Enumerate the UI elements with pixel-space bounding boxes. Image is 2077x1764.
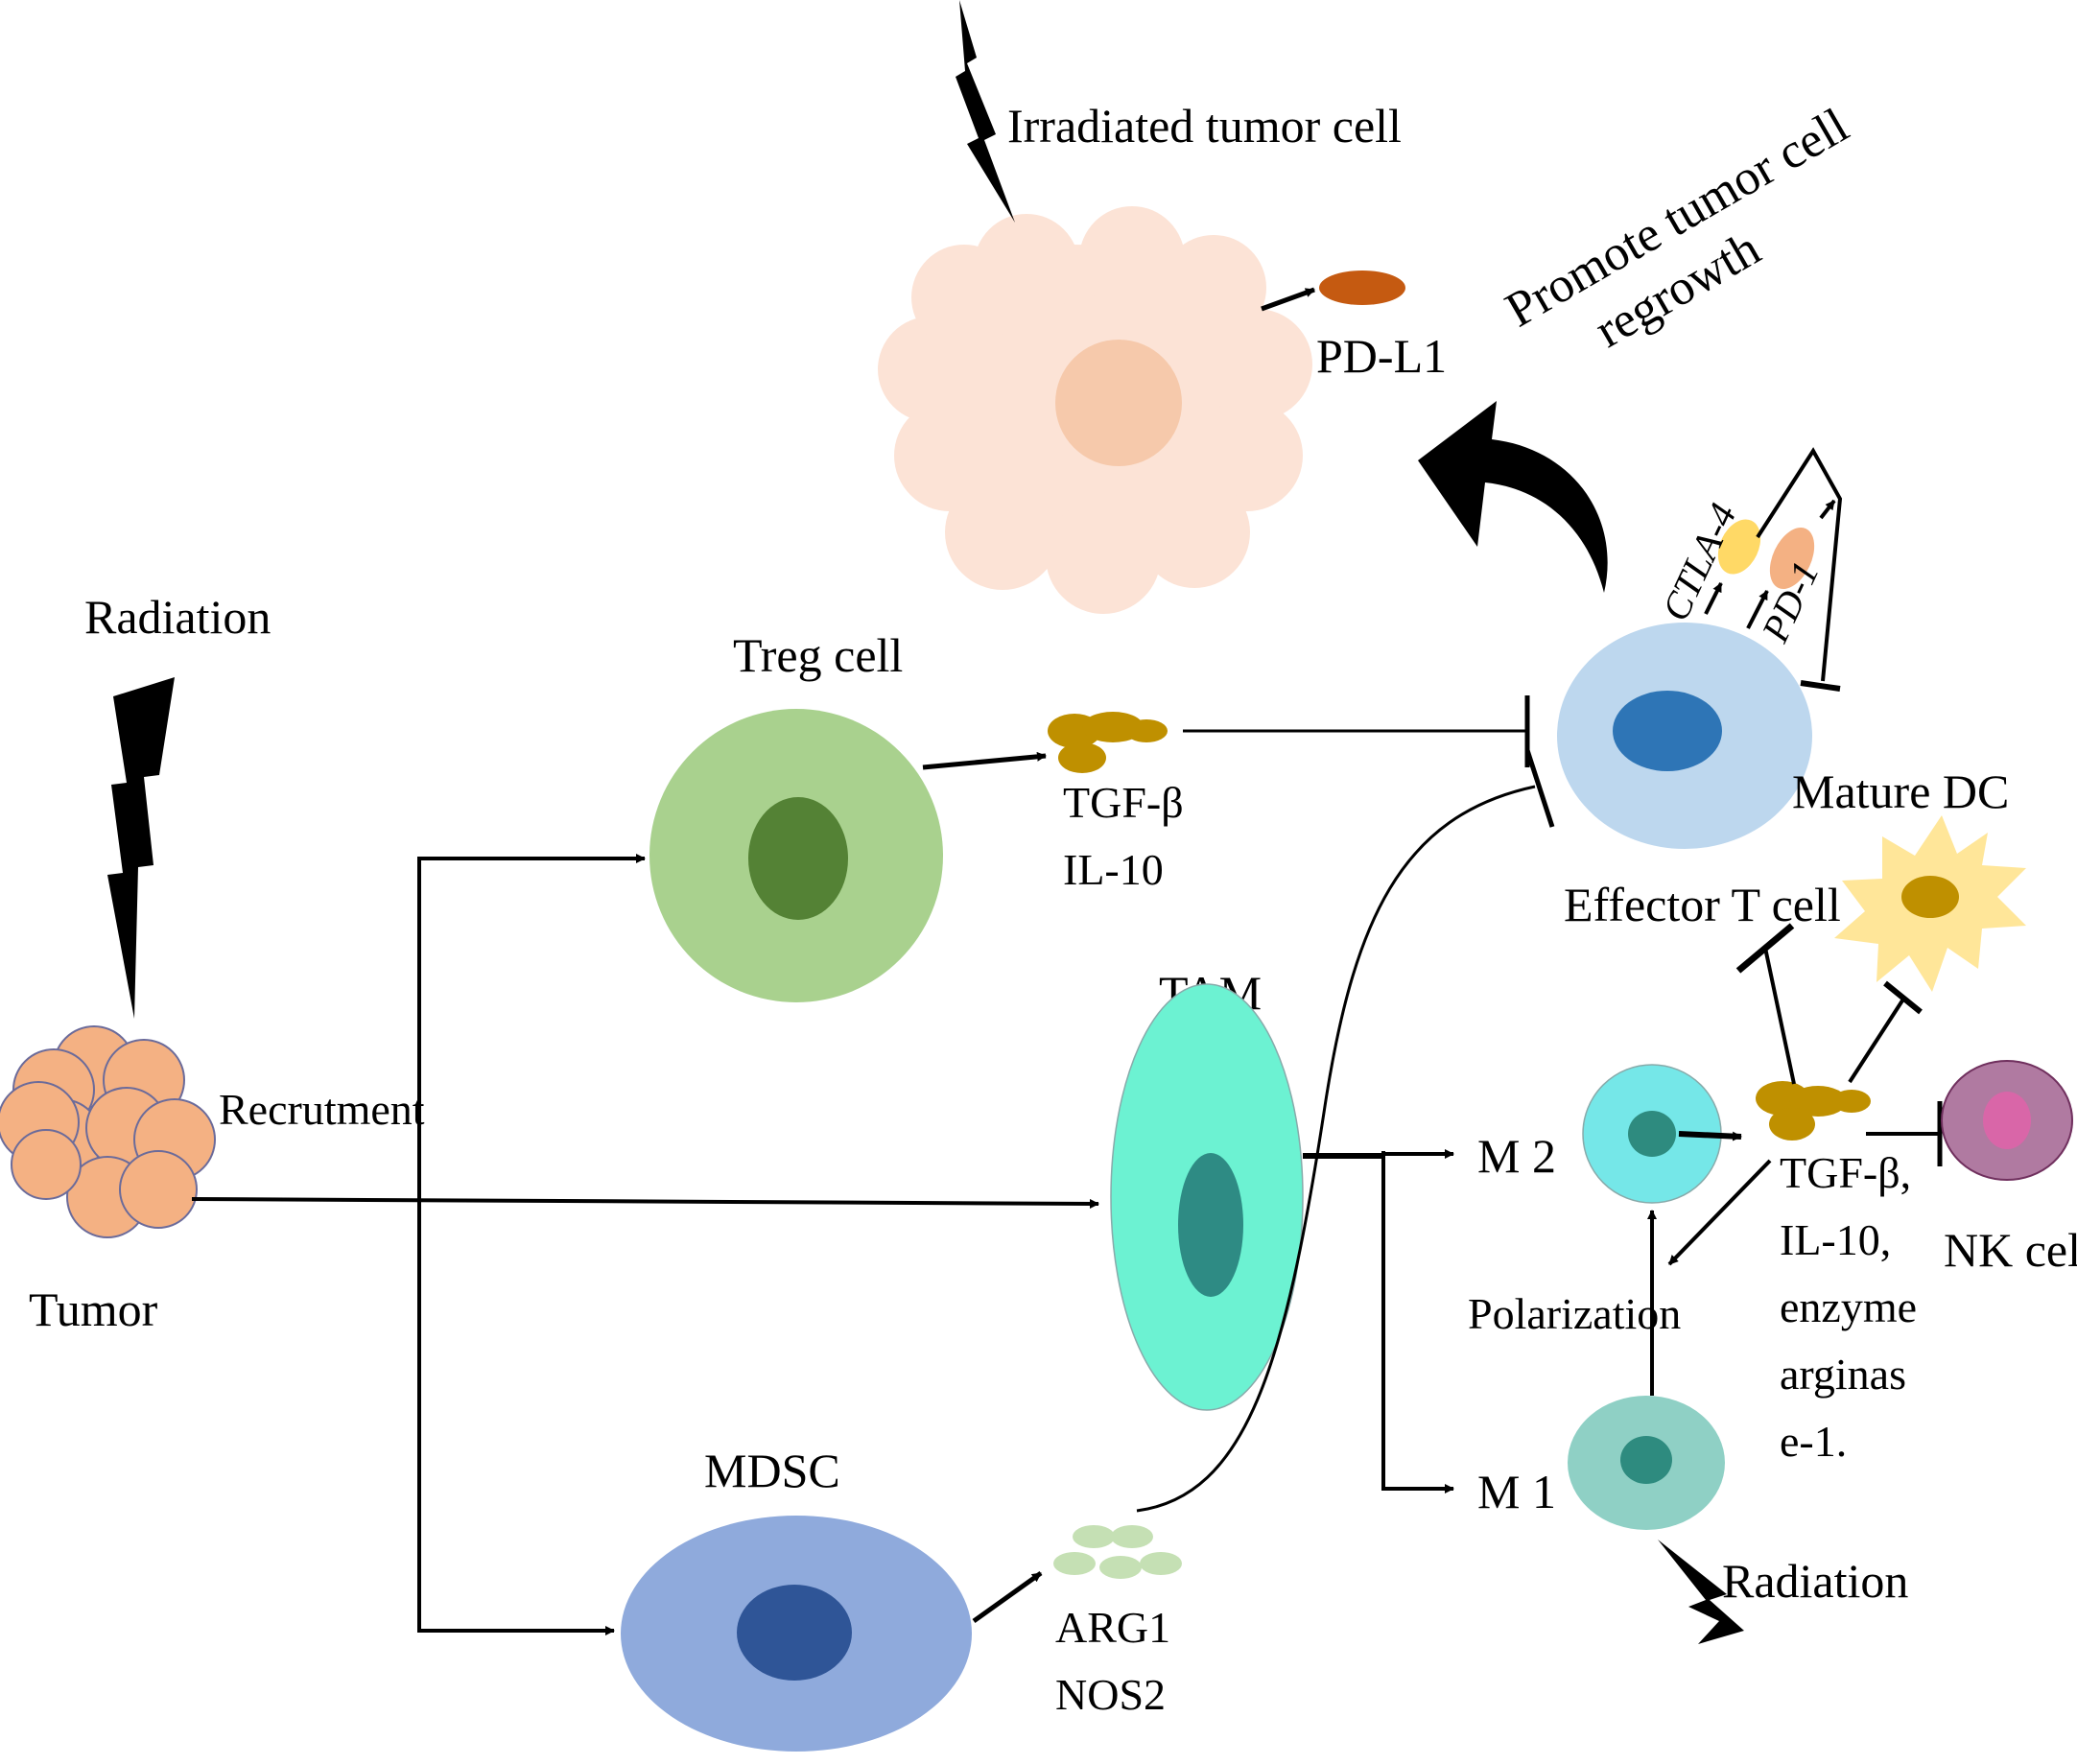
effector-t-nucleus [1613, 691, 1722, 771]
ctla4-arrow [1704, 582, 1723, 615]
lightning-top-icon [956, 0, 1015, 223]
arg1-label: ARG1 [1055, 1603, 1170, 1652]
tam-nucleus [1178, 1153, 1243, 1297]
mdsc-inhibition-bar [1524, 749, 1555, 828]
svg-text:IL-10,: IL-10, [1780, 1215, 1891, 1264]
nos2-label: NOS2 [1055, 1670, 1166, 1719]
m2-factors-label: TGF-β, IL-10, enzyme arginas e-1. [1780, 1148, 1917, 1466]
mdsc-nucleus [737, 1585, 852, 1681]
lightning-bottom-icon [1658, 1540, 1744, 1644]
effector-t-cell-label: Effector T cell [1564, 878, 1841, 931]
to-mdsc-connector [417, 1439, 615, 1635]
pd-l1-label: PD-L1 [1316, 329, 1447, 383]
tumor-cluster [0, 1025, 216, 1238]
m2-nucleus [1628, 1111, 1676, 1157]
mdsc-label: MDSC [704, 1444, 840, 1497]
mature-dc-nucleus [1901, 876, 1959, 918]
treg-to-cytokine-arrow [922, 751, 1047, 770]
treg-nucleus [748, 797, 848, 920]
svg-text:arginas: arginas [1780, 1350, 1906, 1399]
m-branch-connector [1381, 1152, 1451, 1491]
inhibit-effector-line [1763, 947, 1796, 1085]
treg-cytokine-blob [1048, 712, 1168, 773]
inhibit-dc-line [1848, 996, 1906, 1084]
inhibit-effector-bar [1735, 923, 1795, 974]
mature-dc-label: Mature DC [1792, 764, 2009, 818]
irradiated-nucleus [1055, 340, 1182, 466]
svg-text:TGF-β,: TGF-β, [1780, 1148, 1911, 1197]
m2-label: M 2 [1477, 1129, 1556, 1183]
pd-l1-ligand [1319, 270, 1405, 305]
inhibit-dc-bar [1883, 980, 1923, 1015]
to-treg-connector [417, 854, 646, 1194]
ctla4-receptor [1717, 519, 1761, 575]
lightning-left-icon [107, 677, 175, 1019]
irradiated-tumor-cell [878, 206, 1312, 614]
m2-to-cytokine-arrow [1678, 1131, 1742, 1141]
mdsc-inhibition-curve [1136, 785, 1536, 1513]
m1-nucleus [1620, 1436, 1672, 1484]
treg-cell-label: Treg cell [733, 628, 903, 682]
checkpoint-inhibition-bar [1800, 680, 1841, 692]
nk-nucleus [1983, 1092, 2031, 1149]
radiation-bottom-label: Radiation [1722, 1554, 1908, 1608]
m2-cytokine-blob [1756, 1081, 1871, 1141]
radiation-top-label: Radiation [84, 590, 271, 644]
polarization-label: Polarization [1468, 1289, 1681, 1338]
pd1-receptor [1769, 528, 1815, 589]
arrow-to-pd-l1 [1261, 287, 1315, 312]
pd1-arrow [1746, 590, 1769, 629]
recrutment-label: Recrutment [219, 1085, 425, 1134]
irradiated-tumor-cell-label: Irradiated tumor cell [1007, 99, 1402, 153]
svg-text:e-1.: e-1. [1780, 1417, 1847, 1466]
regrowth-curved-arrow-icon [1418, 401, 1608, 593]
nk-cell-label: NK cell [1944, 1223, 2077, 1277]
tumor-label: Tumor [29, 1282, 158, 1336]
mdsc-to-particles-arrow [972, 1570, 1043, 1624]
pd1-label: PD-1 [1753, 554, 1828, 648]
m1-label: M 1 [1477, 1465, 1556, 1518]
treg-il10-label: IL-10 [1063, 845, 1164, 894]
cytokine-to-polarization-arrow [1667, 1159, 1772, 1266]
arg1-particles [1053, 1525, 1182, 1579]
treg-tgf-label: TGF-β [1063, 778, 1184, 827]
svg-text:enzyme: enzyme [1780, 1282, 1917, 1331]
tumor-to-tam-line [191, 1197, 1099, 1209]
checkpoint-feedback-line [1756, 447, 1843, 682]
checkpoint-feedback-arrowhead [1819, 499, 1836, 520]
